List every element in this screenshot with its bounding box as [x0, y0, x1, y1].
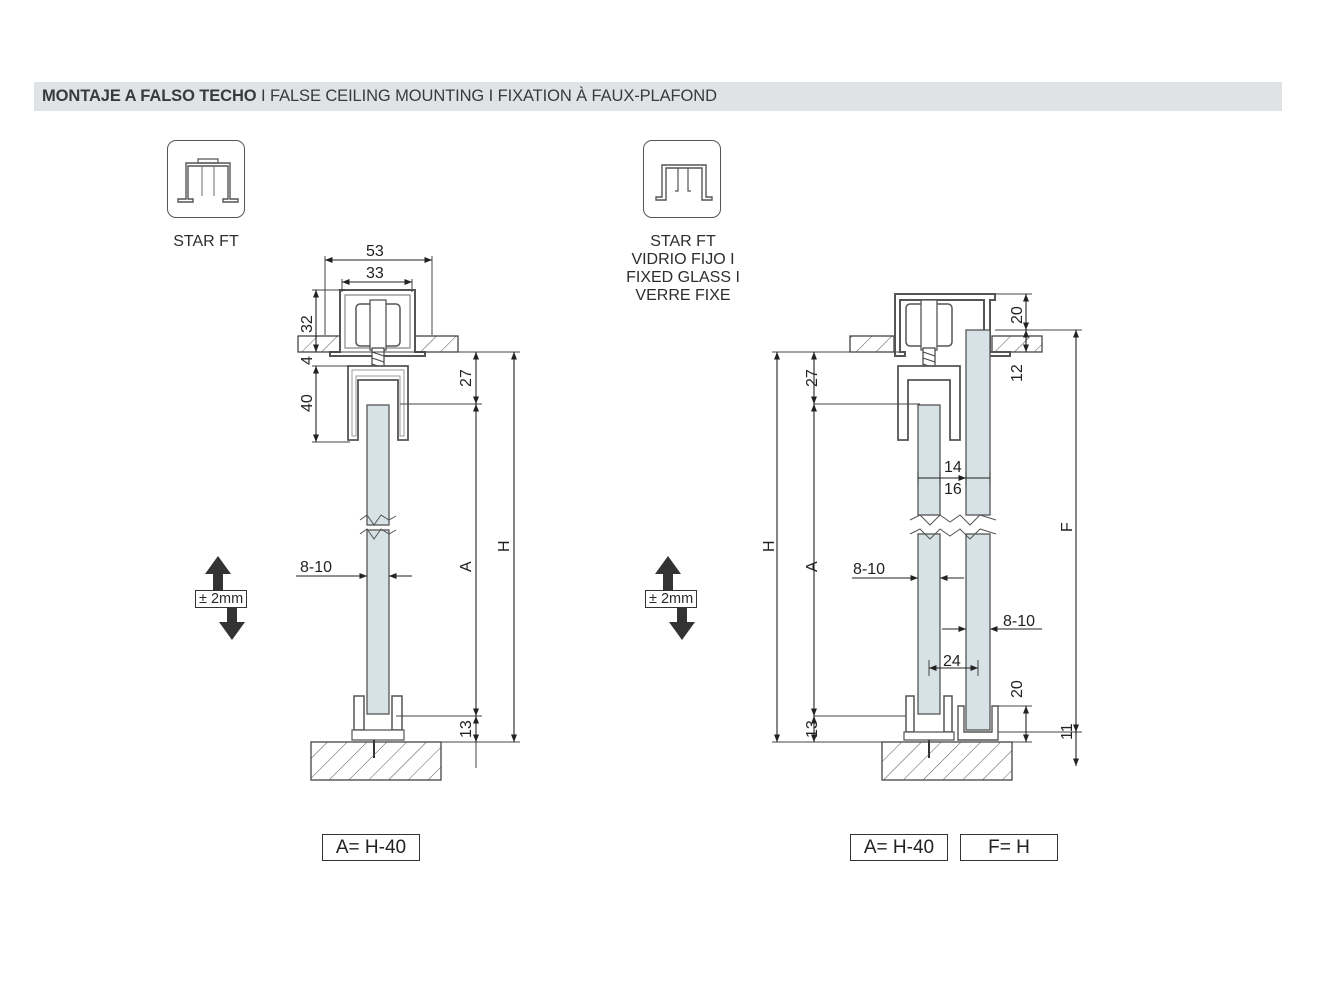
left-adjust-label: ± 2mm	[195, 590, 248, 608]
right-assembly: 20 12 27 14 16 H A F 8-10 8-10 24 20 13 …	[655, 293, 1082, 781]
dim-33: 33	[366, 265, 384, 282]
dim-8-10: 8-10	[853, 561, 885, 578]
dim-8-10: 8-10	[300, 559, 332, 576]
floor	[881, 741, 1013, 781]
title-fr: FIXATION À FAUX-PLAFOND	[497, 87, 717, 105]
profile-section-icon	[177, 158, 239, 203]
ceiling-slab	[991, 335, 1043, 353]
section-title: MONTAJE A FALSO TECHO I FALSE CEILING MO…	[42, 87, 717, 106]
caption-line: VIDRIO FIJO I	[631, 251, 735, 268]
floor	[310, 741, 442, 781]
title-separator: I	[261, 87, 266, 105]
dim-32: 32	[299, 315, 316, 333]
dim-A: A	[458, 561, 475, 572]
left-assembly: 53 33 32 4 40 27 A H 13 8-10	[205, 243, 520, 781]
right-profile-caption: STAR FT VIDRIO FIJO I FIXED GLASS I VERR…	[600, 233, 766, 305]
right-formula-f: F= H	[960, 834, 1058, 861]
right-formula-a: A= H-40	[850, 834, 948, 861]
left-profile-caption: STAR FT	[173, 233, 239, 250]
profile-icon-star-ft-fixed-glass	[643, 140, 721, 218]
floor-guide	[353, 695, 403, 731]
caption-line: VERRE FIXE	[635, 287, 731, 304]
height-adjust-arrows	[655, 556, 695, 640]
dim-A: A	[804, 561, 821, 572]
caption-line: FIXED GLASS I	[626, 269, 740, 286]
title-separator: I	[488, 87, 494, 105]
dim-F: F	[1059, 522, 1076, 532]
caption-line: STAR FT	[650, 233, 716, 250]
profile-icon-star-ft	[167, 140, 245, 218]
dim-8-10: 8-10	[1003, 613, 1035, 630]
dim-40: 40	[299, 394, 316, 412]
ceiling-slab	[849, 335, 895, 353]
dim-13: 13	[458, 720, 475, 738]
title-en: FALSE CEILING MOUNTING	[270, 87, 485, 105]
dim-27: 27	[804, 369, 821, 387]
dim-24: 24	[943, 653, 961, 670]
dim-27: 27	[458, 369, 475, 387]
fixed-glass	[965, 329, 991, 516]
sliding-glass	[917, 404, 941, 516]
fixed-glass	[965, 533, 991, 731]
dim-13: 13	[804, 720, 821, 738]
dim-H: H	[761, 540, 778, 552]
right-adjust-label: ± 2mm	[645, 590, 698, 608]
dim-4: 4	[299, 356, 316, 365]
dim-16: 16	[944, 481, 962, 498]
dim-14: 14	[944, 459, 962, 476]
left-formula-a: A= H-40	[322, 834, 420, 861]
profile-section-icon	[655, 164, 713, 201]
hanger-profile	[897, 365, 961, 441]
door-glass	[366, 404, 390, 526]
floor-u-channel	[957, 705, 999, 741]
dim-12: 12	[1009, 364, 1026, 382]
section-header-bar: MONTAJE A FALSO TECHO I FALSE CEILING MO…	[34, 82, 1282, 111]
title-es: MONTAJE A FALSO TECHO	[42, 87, 257, 105]
dim-H: H	[496, 540, 513, 552]
dim-11: 11	[1059, 723, 1076, 740]
dim-20-bottom: 20	[1009, 680, 1026, 698]
door-glass	[366, 529, 390, 715]
dim-20-top: 20	[1009, 306, 1026, 324]
height-adjust-arrows	[205, 556, 245, 640]
hanger-profile	[347, 365, 409, 441]
dim-53: 53	[366, 243, 384, 260]
sliding-glass	[917, 533, 941, 715]
